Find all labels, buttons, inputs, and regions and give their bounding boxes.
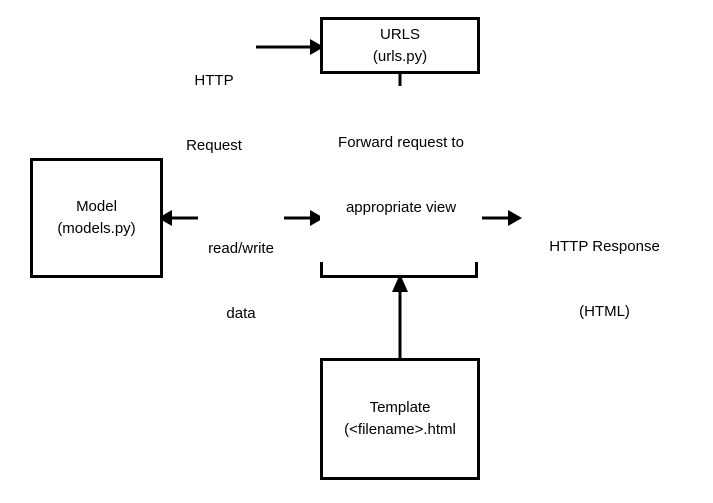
label-readwrite-line1: read/write	[208, 239, 274, 257]
label-forward-line2: appropriate view	[345, 198, 457, 216]
label-forward-request: Forward request to appropriate view	[320, 88, 482, 262]
label-http-request: HTTP Request	[172, 26, 256, 200]
label-http-request-line2: Request	[186, 136, 242, 154]
label-http-request-line1: HTTP	[194, 71, 234, 89]
node-urls-title: URLS	[379, 25, 420, 43]
node-template[interactable]: Template (<filename>.html	[320, 358, 480, 480]
label-http-response-line1: HTTP Response	[549, 237, 660, 255]
edge-template-to-view	[390, 274, 410, 362]
node-urls[interactable]: URLS (urls.py)	[320, 17, 480, 74]
node-urls-file: (urls.py)	[372, 47, 428, 65]
node-model[interactable]: Model (models.py)	[30, 158, 163, 278]
node-template-file: (<filename>.html	[344, 421, 456, 438]
label-readwrite-line2: data	[226, 304, 256, 322]
label-read-write-data: read/write data	[198, 194, 284, 368]
node-model-file: (models.py)	[57, 220, 136, 237]
edge-http-request-to-urls	[252, 36, 324, 58]
node-model-title: Model	[76, 198, 117, 216]
label-forward-line1: Forward request to	[338, 133, 464, 151]
node-template-title: Template	[369, 399, 431, 417]
label-http-response: HTTP Response (HTML)	[527, 192, 682, 366]
label-http-response-line2: (HTML)	[579, 302, 630, 320]
edge-view-to-http-response	[476, 207, 524, 229]
